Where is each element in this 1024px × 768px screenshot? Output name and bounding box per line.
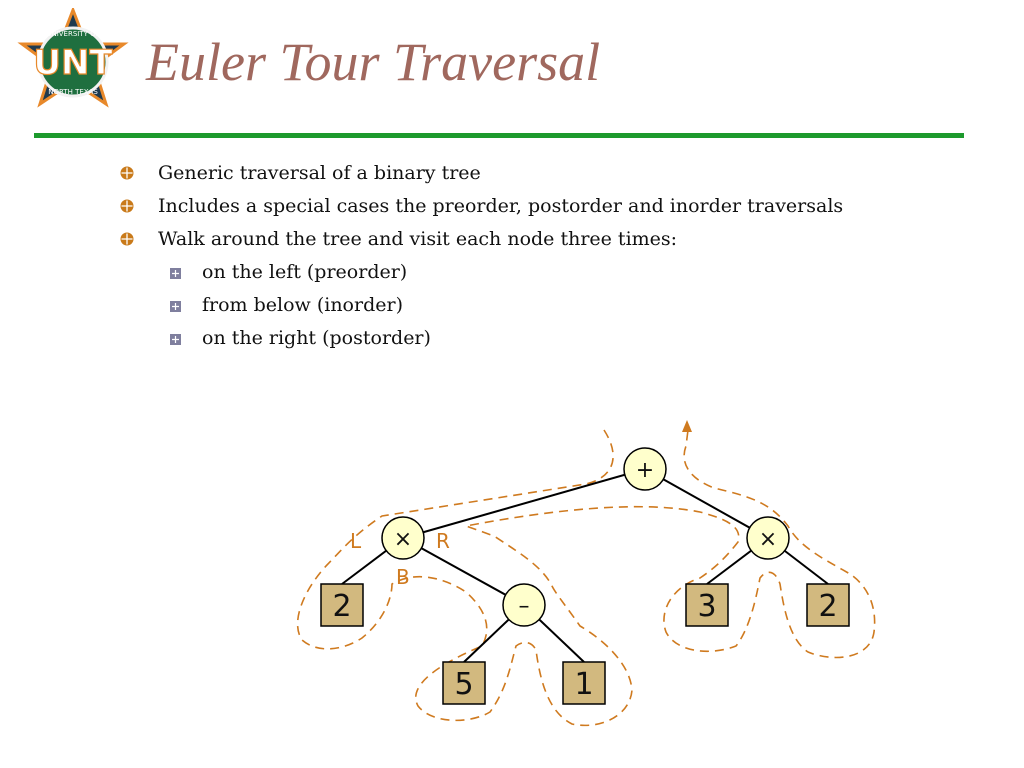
bullet-text: Walk around the tree and visit each node… — [158, 228, 678, 250]
arrowhead-up-icon — [682, 420, 692, 432]
logo-text: UNT — [33, 43, 113, 83]
bullet-item: Walk around the tree and visit each node… — [120, 226, 843, 259]
tree-leaf: 2 — [320, 583, 364, 627]
euler-walk-path — [296, 429, 876, 727]
bullet-item: Generic traversal of a binary tree — [120, 160, 843, 193]
tree-leaf: 1 — [562, 661, 606, 705]
sub-bullet-text: on the right (postorder) — [202, 327, 431, 349]
tree-edge — [402, 468, 646, 539]
label-below: B — [396, 565, 410, 589]
tree-edge — [402, 537, 525, 606]
circle-cross-bullet-icon — [120, 199, 134, 213]
sub-bullet-text: from below (inorder) — [202, 294, 403, 316]
tree-edge — [644, 468, 769, 539]
tree-node-left-op: × — [381, 516, 425, 560]
logo-ring — [37, 26, 109, 98]
page-title: Euler Tour Traversal — [146, 32, 601, 92]
node-label: × — [394, 527, 412, 552]
leaf-label: 1 — [574, 667, 593, 702]
node-label: – — [519, 594, 530, 619]
circle-cross-bullet-icon — [120, 232, 134, 246]
sub-bullet-item: on the left (preorder) — [120, 259, 843, 292]
leaf-label: 5 — [454, 667, 473, 702]
tree-leaf: 5 — [442, 661, 486, 705]
bullet-item: Includes a special cases the preorder, p… — [120, 193, 843, 226]
logo-ring-bottom-text: NORTH TEXAS — [48, 88, 98, 96]
square-cross-bullet-icon — [170, 268, 181, 279]
label-left: L — [350, 529, 362, 553]
label-right: R — [436, 529, 450, 553]
leaf-label: 2 — [818, 589, 837, 624]
node-label: × — [759, 527, 777, 552]
sub-bullet-item: on the right (postorder) — [120, 325, 843, 358]
sub-bullet-item: from below (inorder) — [120, 292, 843, 325]
logo-ring-top-text: UNIVERSITY OF — [46, 30, 99, 38]
tree-node-minus: – — [502, 583, 546, 627]
node-label: + — [636, 458, 654, 483]
title-divider — [34, 133, 964, 138]
circle-cross-bullet-icon — [120, 166, 134, 180]
square-cross-bullet-icon — [170, 301, 181, 312]
tree-node-root: + — [623, 447, 667, 491]
tree-leaf: 3 — [685, 583, 729, 627]
square-cross-bullet-icon — [170, 334, 181, 345]
unt-logo: UNIVERSITY OF NORTH TEXAS UNT — [17, 8, 129, 108]
leaf-label: 2 — [332, 589, 351, 624]
bullet-list: Generic traversal of a binary tree Inclu… — [120, 160, 843, 358]
tree-node-right-op: × — [746, 516, 790, 560]
bullet-text: Generic traversal of a binary tree — [158, 162, 481, 184]
leaf-label: 3 — [697, 589, 716, 624]
bullet-text: Includes a special cases the preorder, p… — [158, 195, 844, 217]
tree-leaf: 2 — [806, 583, 850, 627]
sub-bullet-text: on the left (preorder) — [202, 261, 408, 283]
